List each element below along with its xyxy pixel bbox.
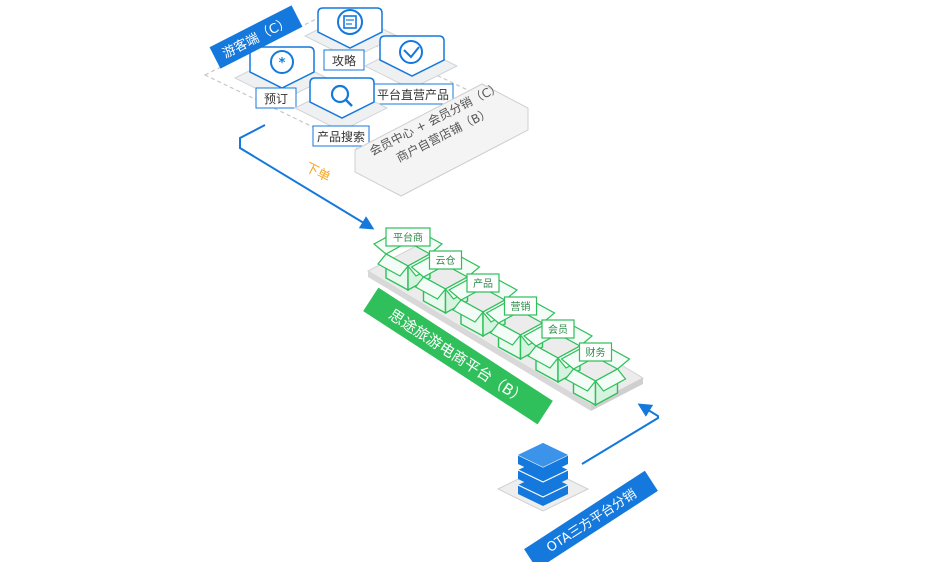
platform-box-face	[489, 322, 522, 346]
tile-booking-label-box	[255, 87, 297, 109]
platform-box-card	[466, 273, 500, 293]
platform-box-face	[414, 276, 447, 300]
platform-box-face	[594, 368, 627, 392]
platform-box-card	[385, 227, 431, 247]
asterisk-circle-icon: *	[270, 50, 294, 74]
ota-group: OTA三方平台分销	[496, 403, 659, 562]
platform-box-face	[377, 253, 409, 277]
platform-box-card	[578, 342, 613, 362]
tile-strategy[interactable]: 攻略	[303, 7, 399, 71]
platform-box-face	[564, 368, 597, 392]
svg-text:*: *	[279, 56, 286, 71]
platform-box-label: 财务	[586, 346, 606, 359]
platform-box-face	[527, 345, 559, 369]
tile-direct-products-label: 平台直营产品	[377, 87, 449, 102]
platform-box-card	[503, 296, 538, 316]
order-flow-arrow	[239, 124, 375, 230]
platform-box-face	[452, 299, 484, 323]
tile-booking-label: 预订	[264, 92, 288, 106]
tile-product-search-label-box	[312, 125, 370, 147]
platform-box-label: 平台商	[393, 231, 423, 244]
ota-flow-arrow	[581, 403, 659, 465]
magnifier-icon	[330, 84, 353, 107]
tile-strategy-label-box	[323, 49, 365, 71]
order-flow-label: 下单	[303, 160, 333, 185]
platform-box-label: 营销	[511, 300, 531, 313]
document-pen-icon	[337, 9, 363, 35]
tile-direct-products[interactable]: 平台直营产品	[363, 35, 459, 105]
tile-product-search-label: 产品搜索	[317, 129, 365, 144]
platform-box-card	[428, 250, 463, 270]
tile-strategy-label: 攻略	[332, 53, 356, 68]
platform-box-label: 云仓	[436, 254, 456, 267]
server-stack-icon	[517, 443, 569, 506]
platform-box-label: 产品	[473, 277, 493, 290]
platform-box-6[interactable]: 财务	[560, 342, 631, 407]
platform-box-card	[541, 319, 575, 339]
tile-product-search[interactable]: 产品搜索	[293, 77, 389, 147]
tourist-side-group: 攻略 * 预订 平台直营产品	[203, 5, 482, 154]
check-badge-icon	[399, 40, 423, 64]
platform-box-label: 会员	[548, 323, 568, 336]
